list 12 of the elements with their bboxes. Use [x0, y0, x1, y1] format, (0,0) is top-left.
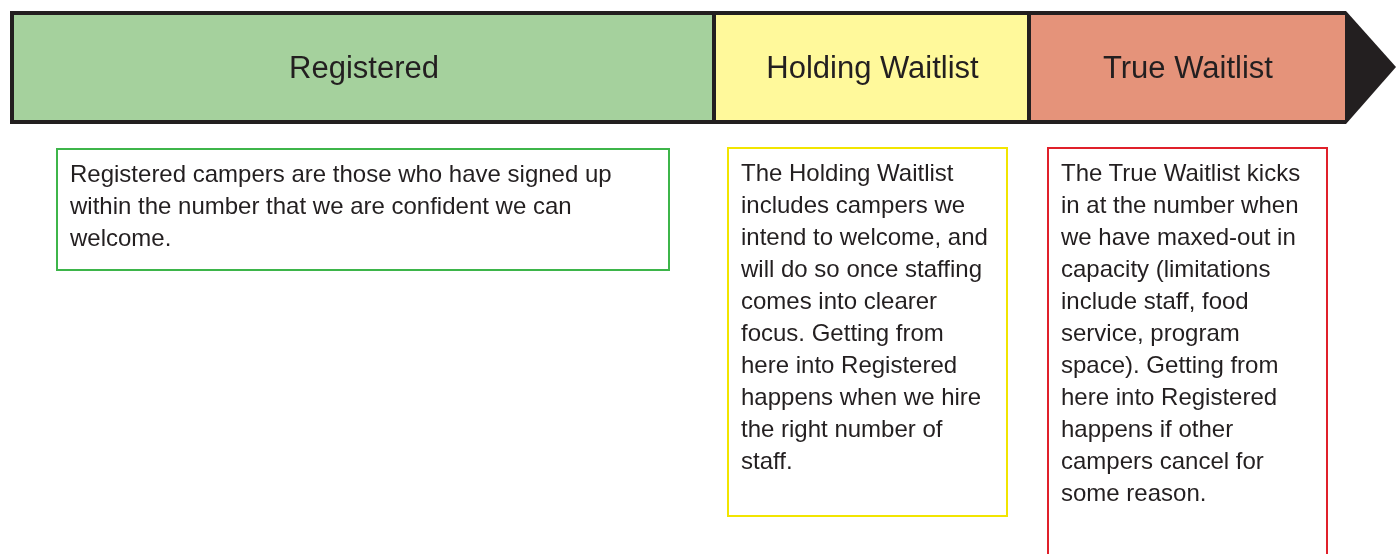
stage-band [1027, 11, 1345, 124]
description-box [1047, 147, 1328, 554]
description-box [56, 148, 670, 271]
description-box [727, 147, 1008, 517]
description-text: Registered campers are those who have signed up within the number that we are confident we can welcome. [70, 159, 613, 253]
stage-label: True Waitlist [1103, 49, 1273, 86]
description-text: The Holding Waitlist includes campers we intend to welcome, and will do so once staffing comes into clearer focus. Getting from here into Registered happens when we hire the right number of staff. [741, 158, 989, 476]
stage-band [712, 11, 1029, 124]
description-text: The True Waitlist kicks in at the number when we have maxed-out in capacity (limitations include staff, food service, program space). Getting from here into Registered happens if other campers cancel for some reason. [1061, 158, 1302, 508]
stage-label: Registered [289, 49, 439, 86]
stage-label: Holding Waitlist [766, 49, 979, 86]
stage-band [10, 11, 714, 124]
